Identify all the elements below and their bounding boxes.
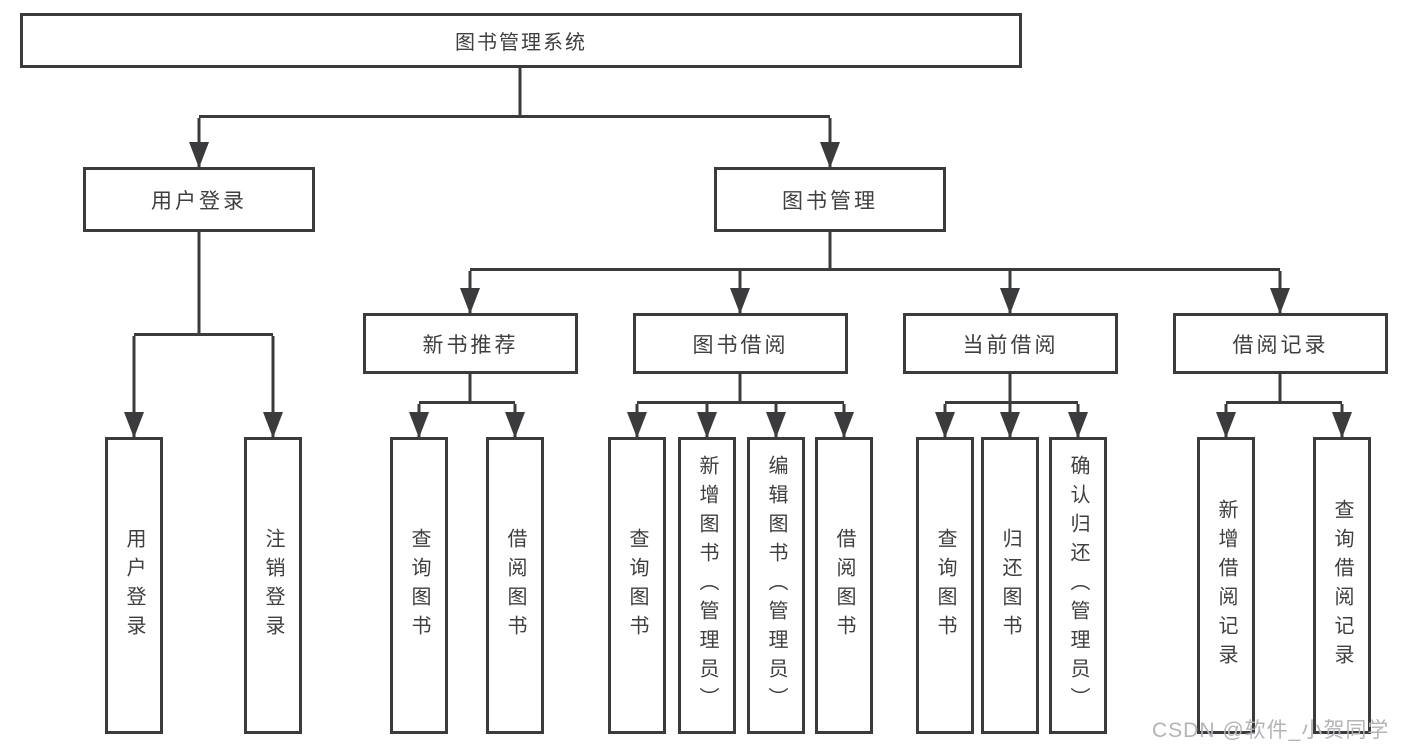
node-book-management: 图书管理	[714, 167, 946, 232]
node-label: 图书管理	[782, 189, 878, 213]
node-label: 图书管理系统	[455, 32, 587, 54]
leaf-label: 确认归还（管理员）	[1067, 455, 1089, 716]
leaf-label: 查询图书	[626, 527, 648, 644]
leaf-label: 新增借阅记录	[1215, 498, 1237, 673]
leaf-borrow-books-recommend: 借阅图书	[486, 437, 544, 734]
leaf-label: 归还图书	[999, 527, 1021, 644]
leaf-add-book-admin: 新增图书（管理员）	[678, 437, 736, 734]
node-label: 图书借阅	[692, 333, 789, 357]
node-new-book-recommendation: 新书推荐	[363, 313, 578, 374]
leaf-user-login: 用户登录	[105, 437, 163, 734]
leaf-confirm-return-admin: 确认归还（管理员）	[1049, 437, 1107, 734]
leaf-edit-book-admin: 编辑图书（管理员）	[747, 437, 805, 734]
leaf-label: 编辑图书（管理员）	[765, 455, 787, 716]
leaf-label: 用户登录	[123, 527, 145, 644]
leaf-query-books-borrowing: 查询图书	[608, 437, 666, 734]
node-label: 用户登录	[151, 189, 247, 213]
leaf-borrow-books-borrowing: 借阅图书	[815, 437, 873, 734]
node-user-login: 用户登录	[83, 167, 315, 232]
leaf-return-books: 归还图书	[981, 437, 1039, 734]
node-label: 借阅记录	[1232, 333, 1329, 357]
node-current-borrowing: 当前借阅	[903, 313, 1118, 374]
node-borrowing-records: 借阅记录	[1173, 313, 1388, 374]
leaf-query-books-current: 查询图书	[916, 437, 974, 734]
leaf-add-borrow-record: 新增借阅记录	[1197, 437, 1255, 734]
leaf-label: 注销登录	[262, 527, 284, 644]
leaf-label: 查询借阅记录	[1331, 498, 1353, 673]
leaf-label: 借阅图书	[833, 527, 855, 644]
leaf-query-books-recommend: 查询图书	[390, 437, 448, 734]
leaf-logout: 注销登录	[244, 437, 302, 734]
leaf-label: 查询图书	[408, 527, 430, 644]
node-library-management-system: 图书管理系统	[20, 13, 1022, 68]
node-label: 当前借阅	[962, 333, 1059, 357]
node-label: 新书推荐	[422, 333, 519, 357]
leaf-label: 新增图书（管理员）	[696, 455, 718, 716]
leaf-label: 借阅图书	[504, 527, 526, 644]
leaf-query-borrow-record: 查询借阅记录	[1313, 437, 1371, 734]
node-book-borrowing: 图书借阅	[633, 313, 848, 374]
csdn-watermark: CSDN @软件_小贺同学	[1152, 719, 1390, 742]
leaf-label: 查询图书	[934, 527, 956, 644]
